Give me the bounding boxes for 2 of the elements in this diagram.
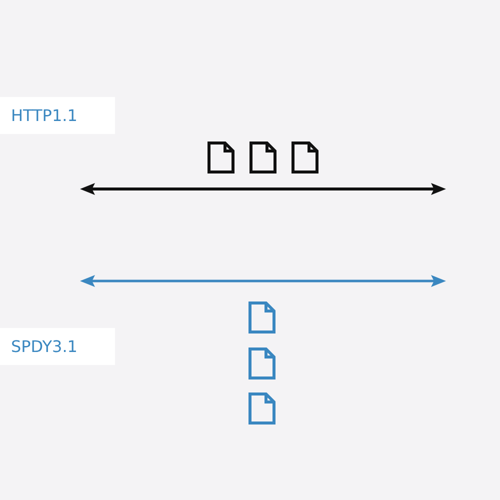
protocol-label: SPDY3.1 [0, 328, 115, 365]
protocol-label: HTTP1.1 [0, 97, 115, 134]
